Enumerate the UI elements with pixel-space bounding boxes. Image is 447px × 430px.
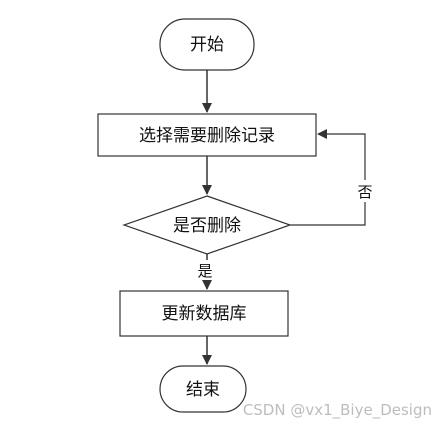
start-node: 开始	[159, 18, 255, 71]
yes-edge-label: 是	[197, 262, 212, 280]
yes-label-background	[196, 260, 218, 280]
start-node-label: 开始	[190, 35, 224, 55]
select-records-node: 选择需要删除记录	[97, 113, 317, 157]
end-node-label: 结束	[186, 380, 220, 400]
csdn-watermark: CSDN @vx1_Biye_Design	[243, 401, 432, 420]
delete-decision-node: 是否删除	[122, 195, 292, 255]
update-database-label: 更新数据库	[162, 304, 247, 324]
no-label-background	[355, 180, 375, 202]
select-records-label: 选择需要删除记录	[139, 126, 275, 146]
update-database-node: 更新数据库	[119, 290, 289, 337]
delete-decision-label: 是否删除	[173, 216, 241, 236]
no-edge-label: 否	[357, 183, 372, 201]
end-node: 结束	[159, 365, 247, 413]
arrow-no-loop-back	[290, 129, 366, 226]
